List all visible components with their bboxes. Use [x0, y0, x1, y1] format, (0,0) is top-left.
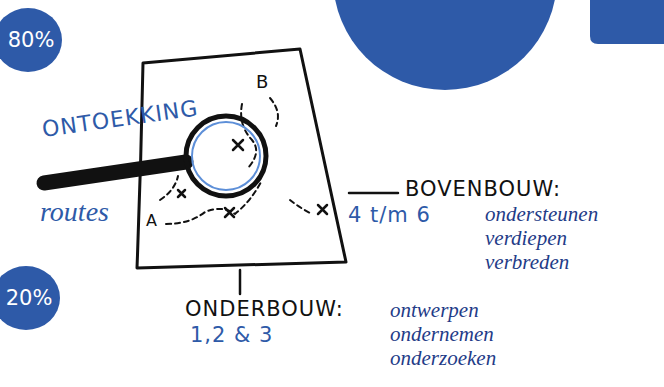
map-letter: B	[256, 72, 269, 92]
magnifier-lens	[192, 122, 260, 190]
corner-bar	[590, 0, 664, 44]
grade-range: 1,2 & 3	[190, 324, 273, 347]
grade-range: 4 t/m 6	[348, 204, 431, 227]
activity: ontwerpen	[390, 299, 479, 322]
activity: verdiepen	[485, 227, 567, 250]
activity: ondernemen	[390, 323, 494, 346]
big-circle	[333, 0, 557, 90]
level-heading: BOVENBOUW:	[405, 178, 561, 201]
section-heading: routes	[40, 197, 109, 228]
percent-text: 20%	[6, 286, 53, 310]
percent-circle: 80%	[0, 8, 62, 72]
leader-line	[349, 192, 398, 195]
percent-circle: 20%	[0, 266, 60, 330]
magnifier-rim	[186, 116, 266, 196]
map-letter: A	[146, 212, 158, 230]
magnifier-handle	[44, 162, 186, 183]
activity: onderzoeken	[390, 347, 496, 370]
activity: ondersteunen	[485, 203, 598, 226]
activity: verbreden	[485, 251, 569, 274]
percent-text: 80%	[8, 28, 55, 52]
leader-line	[239, 270, 242, 294]
level-heading: ONDERBOUW:	[185, 298, 344, 321]
